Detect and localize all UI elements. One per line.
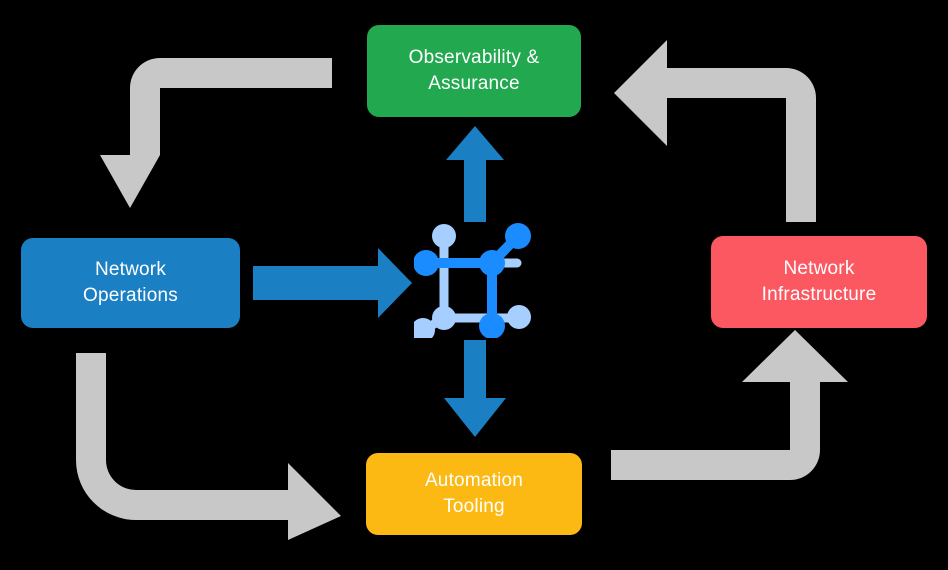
gray-arrow-network-infrastructure-to-observability [614,40,816,222]
blue-arrow-center-to-automation-tooling [444,340,506,437]
node-label-automation-tooling: Automation Tooling [424,470,524,517]
node-label-network-operations: Network Operations [83,259,178,306]
node-box-automation-tooling[interactable]: Automation Tooling [366,453,582,535]
gray-arrow-observability-to-network-operations [100,58,332,208]
blue-arrow-network-operations-to-center [253,248,412,318]
blue-arrow-center-to-observability [446,126,504,222]
node-box-network-infrastructure[interactable]: Network Infrastructure [711,236,927,328]
gray-arrow-automation-tooling-to-network-infrastructure [611,330,848,480]
gray-arrow-network-operations-to-automation-tooling [76,353,341,540]
network-topology-icon [414,223,531,338]
node-label-network-infrastructure: Network Infrastructure [761,258,877,305]
node-box-network-operations[interactable]: Network Operations [21,238,240,328]
node-label-observability: Observability & Assurance [408,47,540,94]
node-box-observability[interactable]: Observability & Assurance [367,25,581,117]
